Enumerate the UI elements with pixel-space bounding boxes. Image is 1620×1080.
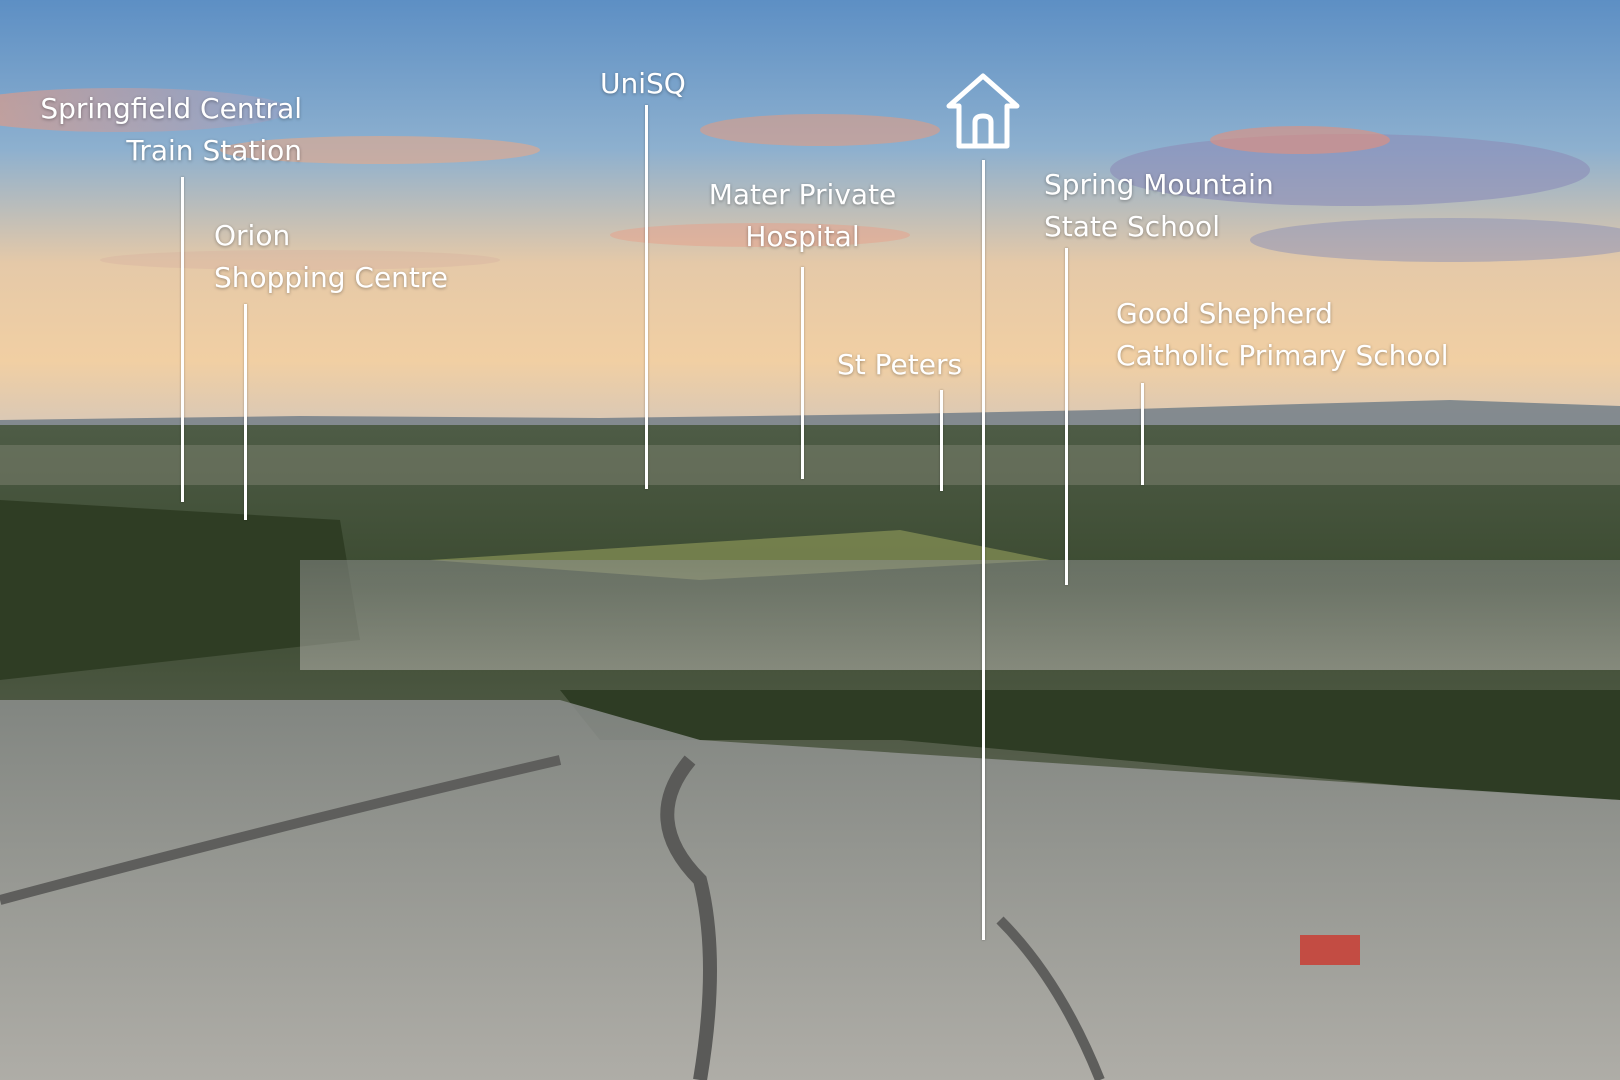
label-line: Orion [214, 219, 291, 252]
pointer-line-unisq [645, 105, 648, 489]
pointer-line-good-shepherd [1141, 383, 1144, 485]
label-mater-private-hospital: Mater Private Hospital [690, 174, 915, 258]
label-line: Good Shepherd [1116, 297, 1333, 330]
label-st-peters: St Peters [837, 344, 962, 386]
home-icon [946, 73, 1020, 149]
label-line: Hospital [745, 220, 860, 253]
label-line: State School [1044, 210, 1220, 243]
label-line: Springfield Central [40, 92, 302, 125]
pointer-line-springfield [181, 177, 184, 502]
pointer-line-st-peters [940, 390, 943, 491]
label-spring-mountain-state-school: Spring Mountain State School [1044, 164, 1274, 248]
label-good-shepherd-catholic-primary-school: Good Shepherd Catholic Primary School [1116, 293, 1448, 377]
label-line: Catholic Primary School [1116, 339, 1449, 372]
pointer-line-orion [244, 304, 247, 520]
label-unisq: UniSQ [600, 63, 686, 105]
pointer-line-home [982, 160, 985, 940]
label-line: Spring Mountain [1044, 168, 1274, 201]
pointer-line-spring-mountain [1065, 248, 1068, 585]
label-line: Train Station [126, 134, 302, 167]
label-line: Shopping Centre [214, 261, 449, 294]
label-springfield-central-train-station: Springfield Central Train Station [20, 88, 302, 172]
label-line: St Peters [837, 348, 963, 381]
label-line: UniSQ [600, 67, 686, 100]
label-orion-shopping-centre: Orion Shopping Centre [214, 215, 448, 299]
label-line: Mater Private [708, 178, 897, 211]
pointer-line-mater [801, 267, 804, 479]
